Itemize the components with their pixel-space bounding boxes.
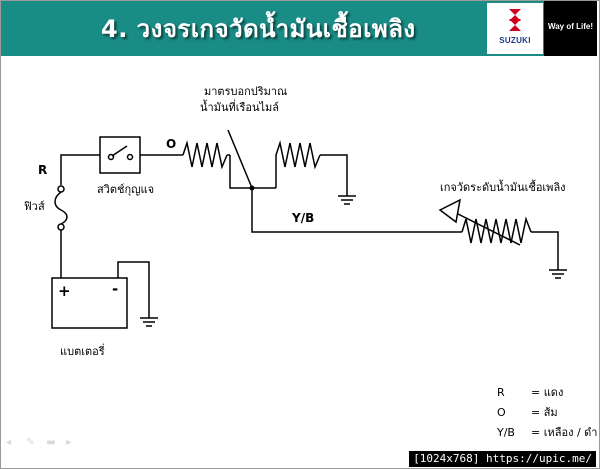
- label-fuse: ฟิวส์: [24, 200, 45, 213]
- fuse-terminal-bottom: [57, 223, 65, 231]
- wire-meter-ground: [320, 154, 348, 196]
- pen-icon[interactable]: ✎: [26, 437, 35, 448]
- brand-logo: SUZUKI: [487, 3, 543, 54]
- legend-meaning: = แดง: [531, 386, 564, 399]
- brand-name: SUZUKI: [499, 36, 531, 45]
- tank-float-arrowhead: [438, 198, 462, 224]
- legend-code: O: [497, 406, 506, 419]
- fuse-terminal-top: [57, 185, 65, 193]
- label-battery-plus: +: [58, 282, 71, 300]
- prev-arrow-icon[interactable]: ◂: [6, 437, 12, 448]
- junction-dot: [249, 185, 255, 191]
- meter-coil-left: [182, 140, 228, 170]
- wire-tank-ground: [531, 231, 559, 270]
- label-battery: แบตเตอรี่: [60, 345, 105, 358]
- legend-row: Y/B = เหลือง / ดำ: [497, 423, 597, 441]
- label-ignition-switch: สวิตช์กุญแจ: [97, 183, 155, 196]
- legend-code: Y/B: [497, 426, 515, 439]
- legend-row: R = แดง: [497, 383, 563, 401]
- label-wire-r: R: [38, 163, 48, 177]
- label-meter-line2: น้ำมันที่เรือนไมล์: [200, 101, 280, 114]
- battery-box: [51, 277, 128, 329]
- wire-battery-ground: [117, 261, 150, 318]
- label-wire-yb: Y/B: [292, 211, 315, 225]
- suzuki-s-icon: [509, 9, 521, 31]
- slogan-box: Way of Life!: [544, 1, 597, 56]
- switch-contact-right: [126, 153, 134, 161]
- slide-title: 4. วงจรเกจวัดน้ำมันเชื้อเพลิง: [101, 15, 416, 43]
- meter-coil-right: [275, 140, 321, 170]
- wire-yb: [251, 188, 462, 233]
- legend-meaning: = เหลือง / ดำ: [531, 426, 598, 439]
- menu-icon[interactable]: ▬: [46, 437, 56, 448]
- tank-gauge-resistor: [461, 216, 532, 244]
- wire-coil-down: [229, 155, 252, 189]
- fuse-element: [54, 191, 68, 225]
- wire-r: [60, 154, 100, 185]
- label-meter-line1: มาตรบอกปริมาณ: [204, 85, 288, 98]
- tank-float-arm: [449, 209, 521, 246]
- legend-row: O = ส้ม: [497, 403, 558, 421]
- slide-nav: ◂ ✎ ▬ ▸: [6, 430, 81, 449]
- ignition-switch-box: [99, 136, 141, 174]
- legend-meaning: = ส้ม: [531, 406, 558, 419]
- watermark: [1024x768] https://upic.me/: [409, 451, 596, 467]
- slogan-text: Way of Life!: [547, 22, 594, 31]
- legend-code: R: [497, 386, 505, 399]
- next-arrow-icon[interactable]: ▸: [66, 437, 72, 448]
- meter-needle: [227, 129, 253, 189]
- switch-lever: [111, 145, 128, 157]
- label-wire-o: O: [166, 137, 177, 151]
- label-battery-minus: -: [112, 280, 119, 298]
- label-tank-gauge: เกจวัดระดับน้ำมันเชื้อเพลิง: [440, 181, 566, 194]
